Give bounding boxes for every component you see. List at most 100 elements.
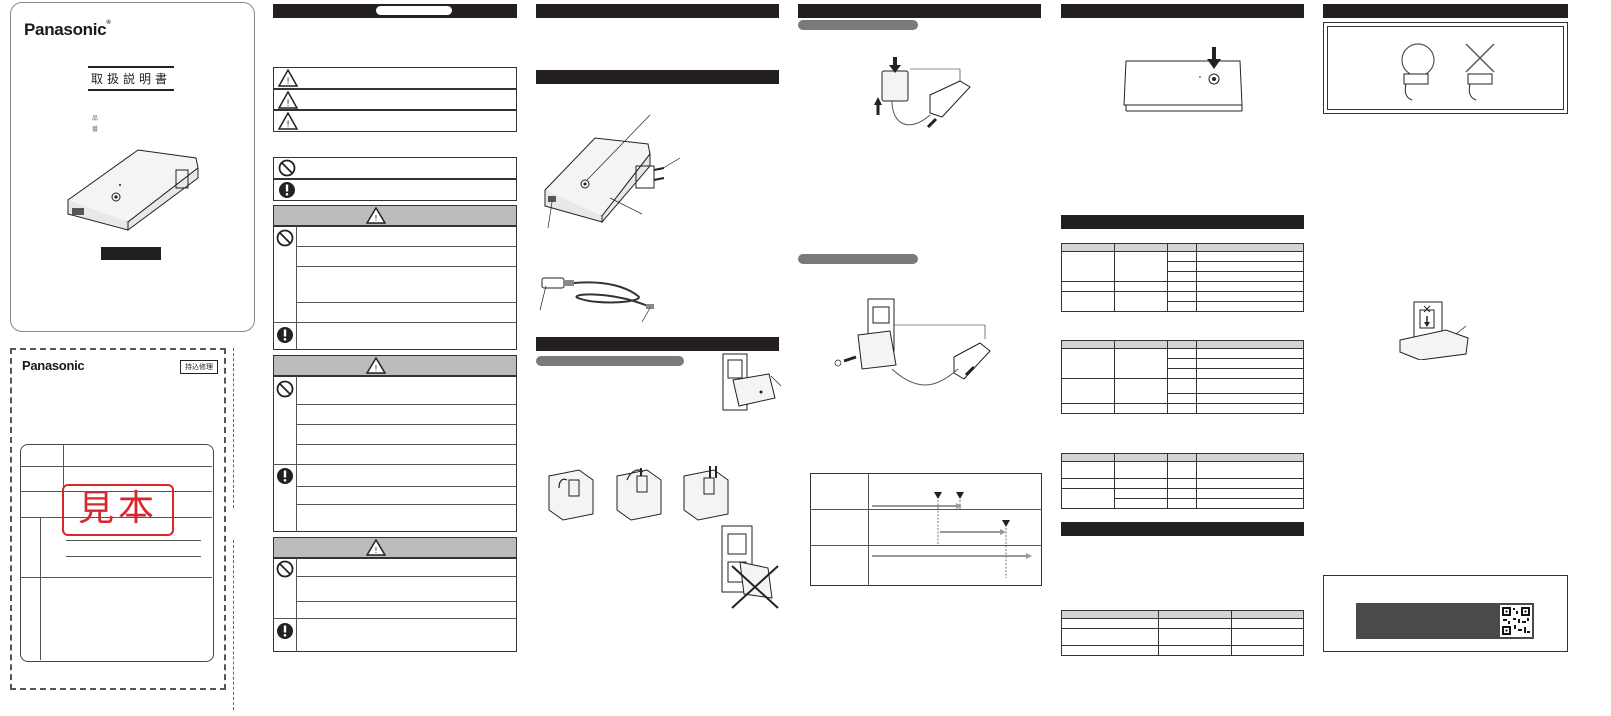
- warning-triangle-icon: !: [366, 357, 386, 374]
- prohibited-icon: [276, 229, 294, 247]
- warranty-card: [10, 348, 226, 690]
- carry-in-repair-badge: 持込修理: [180, 360, 218, 374]
- section-header-bar: [536, 70, 779, 84]
- subsection-pill: [536, 356, 684, 366]
- prohibited-icon: [278, 159, 296, 177]
- row-line: [296, 302, 517, 303]
- section-header-bar: [1061, 522, 1304, 536]
- section-header-bar: [1061, 215, 1304, 229]
- row-line: [273, 322, 517, 323]
- warning-header: [273, 355, 517, 376]
- warranty-col-line: [40, 517, 41, 660]
- warranty-row-line: [20, 577, 212, 578]
- contact-box: [1323, 575, 1568, 652]
- warning-triangle-icon: !: [278, 91, 298, 109]
- svg-text:!: !: [286, 99, 290, 109]
- manual-title: 取扱説明書: [88, 66, 174, 91]
- mandatory-icon: [277, 327, 293, 343]
- warning-triangle-icon: !: [366, 539, 386, 556]
- mandatory-icon: [277, 623, 293, 639]
- charge-phone-diagram: [874, 57, 971, 129]
- cover-panel: [10, 2, 255, 332]
- usb-cable-illustration: [539, 277, 654, 323]
- svg-text:!: !: [374, 364, 377, 373]
- warning-triangle-icon: !: [366, 207, 386, 224]
- spec-table-1: [1061, 243, 1304, 312]
- subsection-pill: [798, 20, 918, 30]
- section-header-bar: [798, 4, 1041, 18]
- qr-code-icon: [1500, 605, 1532, 637]
- safety-title-pill: [376, 6, 452, 15]
- caution-header: [273, 537, 517, 558]
- svg-text:!: !: [374, 546, 377, 555]
- sample-stamp: 見本: [62, 484, 174, 536]
- plug-fold-step-2: [616, 468, 662, 521]
- row-line: [296, 504, 517, 505]
- circle-ok-icon: [1401, 43, 1435, 101]
- plug-fold-step-1: [548, 469, 594, 521]
- timeline-arrows: [872, 492, 1032, 578]
- mandatory-icon: [277, 468, 293, 484]
- section-header-bar: [536, 4, 779, 18]
- incorrect-insertion-illustration: [721, 525, 779, 609]
- danger-block: [273, 226, 517, 350]
- danger-header: [273, 205, 517, 226]
- svg-text:!: !: [286, 77, 290, 87]
- svg-text:!: !: [374, 214, 377, 223]
- label-hinban: 番: [92, 126, 99, 133]
- row-line: [296, 576, 517, 577]
- spec-table-3: [1061, 453, 1304, 509]
- icon-column-line: [296, 376, 297, 532]
- row-line: [296, 486, 517, 487]
- warning-triangle-icon: !: [278, 112, 298, 130]
- warranty-blank-line: [66, 556, 201, 557]
- warranty-col-line: [63, 444, 64, 517]
- warranty-row-line: [20, 491, 212, 492]
- warning-triangle-icon: !: [278, 69, 298, 87]
- charge-outlet-diagram: [834, 298, 991, 386]
- svg-text:!: !: [286, 120, 290, 130]
- power-bank-illustration: [67, 149, 199, 231]
- brand-logo: Panasonic®: [24, 20, 111, 39]
- charge-timeline-table: [810, 473, 1042, 586]
- outlet-warning-illustration: [1399, 301, 1469, 360]
- cut-line-2: [233, 540, 234, 710]
- icon-column-line: [296, 558, 297, 652]
- warranty-brand-logo: Panasonic: [22, 358, 85, 373]
- mandatory-icon: [279, 182, 295, 198]
- warranty-row-line: [20, 517, 212, 518]
- row-line: [273, 618, 517, 619]
- section-header-bar: [536, 337, 779, 351]
- row-line: [296, 444, 517, 445]
- warning-legend-row: [273, 89, 517, 110]
- row-line: [296, 266, 517, 267]
- row-line: [296, 404, 517, 405]
- cross-ng-icon: [1465, 43, 1495, 101]
- plug-fold-step-3: [683, 466, 729, 521]
- spec-table-2: [1061, 340, 1304, 414]
- symbol-legend-row: [273, 157, 517, 179]
- ok-ng-frame: [1323, 22, 1568, 114]
- symbol-legend-row: [273, 179, 517, 201]
- model-number-box: [101, 247, 161, 260]
- power-button-diagram: [1123, 47, 1243, 112]
- prohibited-icon: [276, 560, 294, 578]
- label-hinmei: 品: [92, 115, 99, 122]
- row-line: [296, 424, 517, 425]
- spec-table-4: [1061, 610, 1304, 656]
- row-line: [296, 246, 517, 247]
- timeline-row-line: [810, 509, 1042, 510]
- warranty-table: [20, 444, 214, 662]
- warning-legend-row: [273, 67, 517, 89]
- section-header-bar: [1323, 4, 1568, 18]
- parts-diagram-unit: [544, 114, 681, 229]
- row-line: [273, 464, 517, 465]
- wall-outlet-illustration: [722, 353, 782, 411]
- cut-line: [233, 348, 234, 508]
- caution-block: [273, 558, 517, 652]
- subsection-pill: [798, 254, 918, 264]
- timeline-row-line: [810, 545, 1042, 546]
- section-header-bar: [1061, 4, 1304, 18]
- warning-legend-row: [273, 110, 517, 132]
- warranty-row-line: [20, 466, 212, 467]
